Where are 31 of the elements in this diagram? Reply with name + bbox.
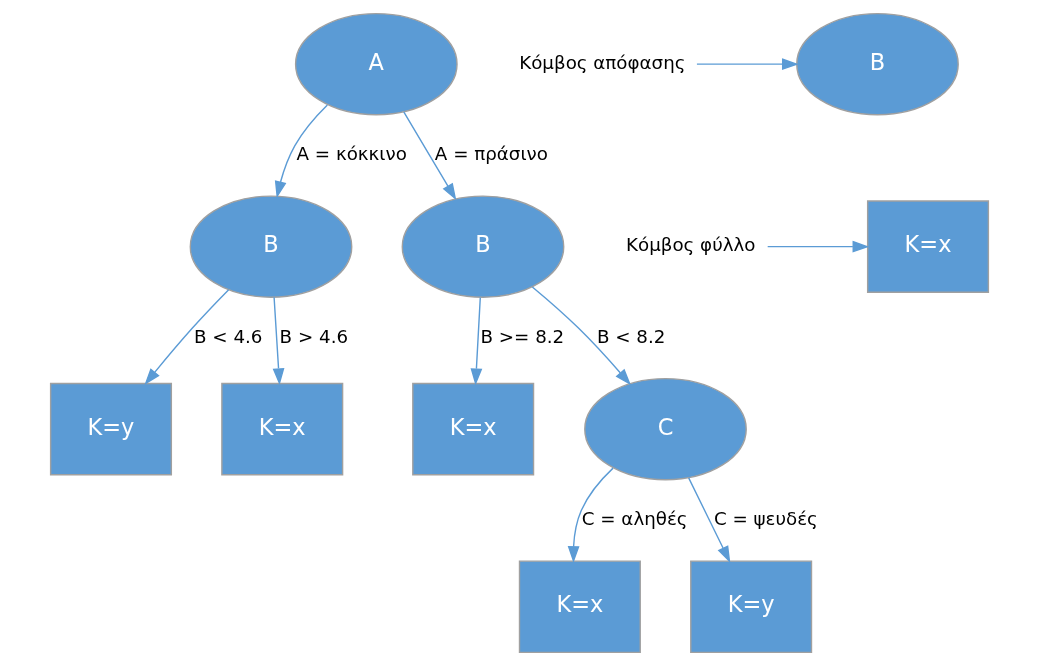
edge-label: C = ψευδές: [713, 508, 818, 530]
node-box: K=x: [866, 200, 990, 293]
node-ellipse: C: [584, 377, 747, 481]
edge-label: A = κόκκινο: [296, 143, 407, 165]
node-ellipse: B: [796, 12, 959, 116]
node-box: K=y: [690, 560, 813, 654]
arrow: [696, 58, 799, 71]
node-box: K=y: [49, 382, 173, 476]
node-ellipse: B: [401, 195, 565, 298]
node-box: K=x: [518, 560, 641, 654]
node-box: K=x: [221, 382, 344, 476]
arrow: [687, 477, 731, 563]
arrow: [767, 240, 870, 253]
edge-label: B < 4.6: [193, 325, 263, 347]
arrow: [567, 467, 614, 563]
node-text: Κόμβος φύλλο: [626, 234, 756, 256]
node-text: Κόμβος απόφασης: [519, 51, 686, 73]
arrow: [470, 296, 483, 386]
arrow: [272, 296, 285, 386]
edge-label: B < 8.2: [596, 325, 666, 347]
node-box: K=x: [412, 382, 535, 476]
edge-label: B > 4.6: [279, 325, 349, 347]
arrow: [144, 289, 230, 385]
arrow: [531, 286, 631, 386]
edge-label: A = πράσινο: [434, 143, 548, 165]
node-ellipse: A: [294, 12, 458, 116]
arrow: [403, 111, 457, 201]
node-ellipse: B: [189, 195, 353, 298]
edge-label: C = αληθές: [581, 508, 688, 530]
arrow: [274, 104, 329, 199]
edge-label: B >= 8.2: [480, 325, 565, 347]
